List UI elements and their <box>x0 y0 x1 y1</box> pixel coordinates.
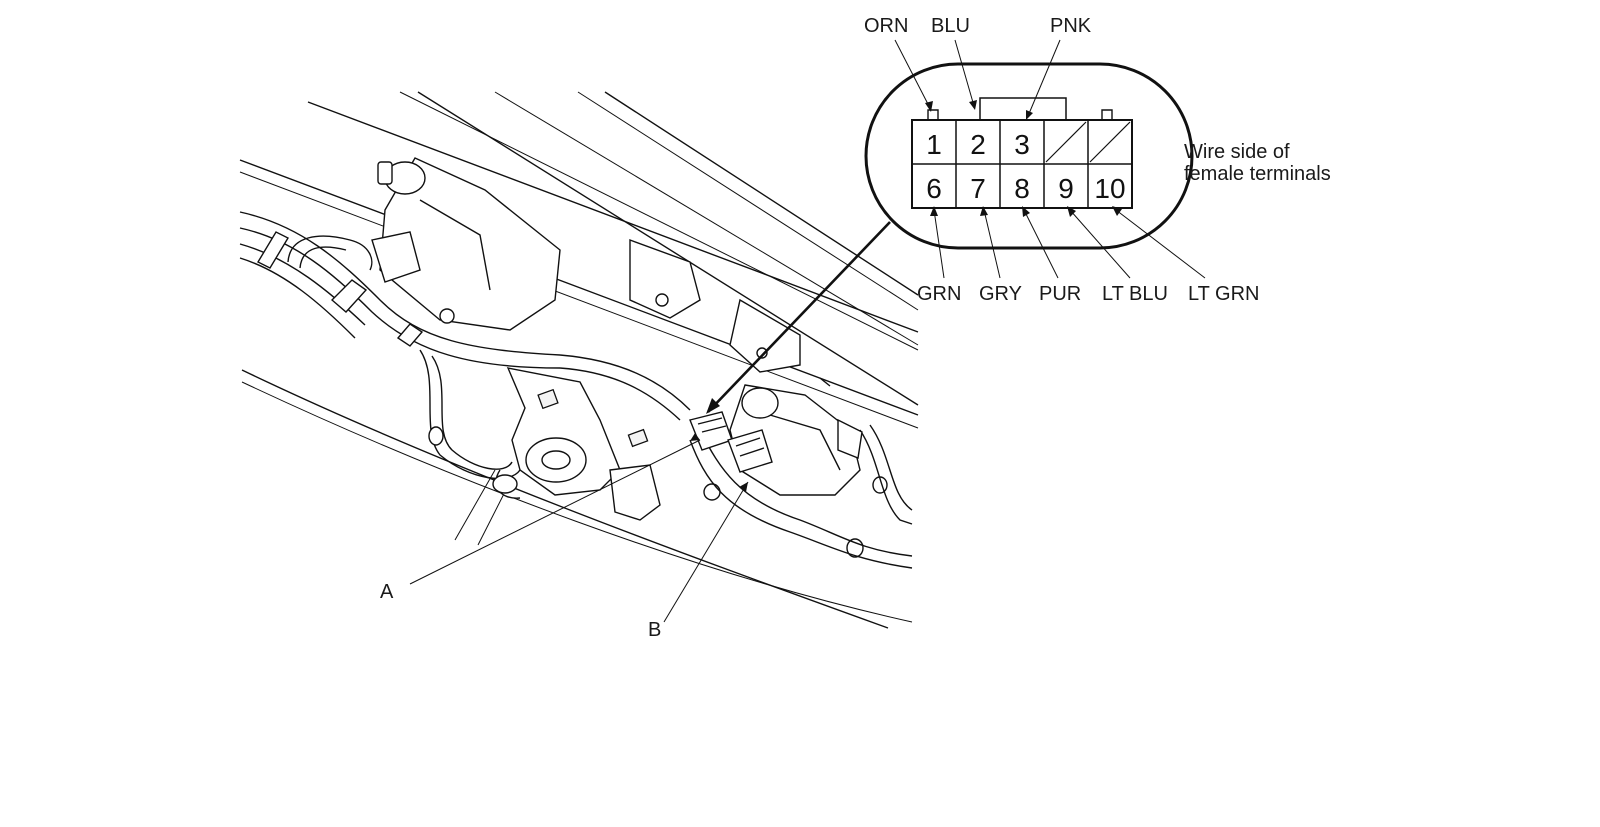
connector-zoom: 1 2 3 6 7 8 9 10 <box>864 62 1194 250</box>
pin-7: 7 <box>970 173 986 204</box>
callout-b-label: B <box>648 619 661 641</box>
wire-color-gry: GRY <box>979 283 1022 305</box>
bottom-wire-leaders <box>930 206 1206 279</box>
unused-cavity-4 <box>1045 121 1087 163</box>
connector-description-line1: Wire side of <box>1184 141 1290 163</box>
wire-color-lt-grn: LT GRN <box>1188 283 1260 305</box>
callout-a-label: A <box>380 581 394 603</box>
connector-description-line2: female terminals <box>1184 163 1331 185</box>
zoom-leader-arrowhead <box>706 398 720 414</box>
connector-key-tab <box>979 97 1067 121</box>
wire-color-pnk: PNK <box>1050 15 1092 37</box>
wire-color-pur: PUR <box>1039 283 1081 305</box>
pin-6: 6 <box>926 173 942 204</box>
wire-color-blu: BLU <box>931 15 970 37</box>
top-wire-leaders <box>894 39 1061 120</box>
pin-1: 1 <box>926 129 942 160</box>
pin-9: 9 <box>1058 173 1074 204</box>
wire-color-grn: GRN <box>917 283 961 305</box>
pin-2: 2 <box>970 129 986 160</box>
callout-b-leader <box>663 481 749 623</box>
wire-color-lt-blu: LT BLU <box>1102 283 1168 305</box>
pin-3: 3 <box>1014 129 1030 160</box>
pin-8: 8 <box>1014 173 1030 204</box>
vehicle-illustration <box>239 91 919 629</box>
callout-a-leader <box>409 439 701 585</box>
wire-color-orn: ORN <box>864 15 908 37</box>
pin-10: 10 <box>1094 173 1125 204</box>
zoom-leader <box>707 221 891 413</box>
unused-cavity-5 <box>1089 121 1131 163</box>
